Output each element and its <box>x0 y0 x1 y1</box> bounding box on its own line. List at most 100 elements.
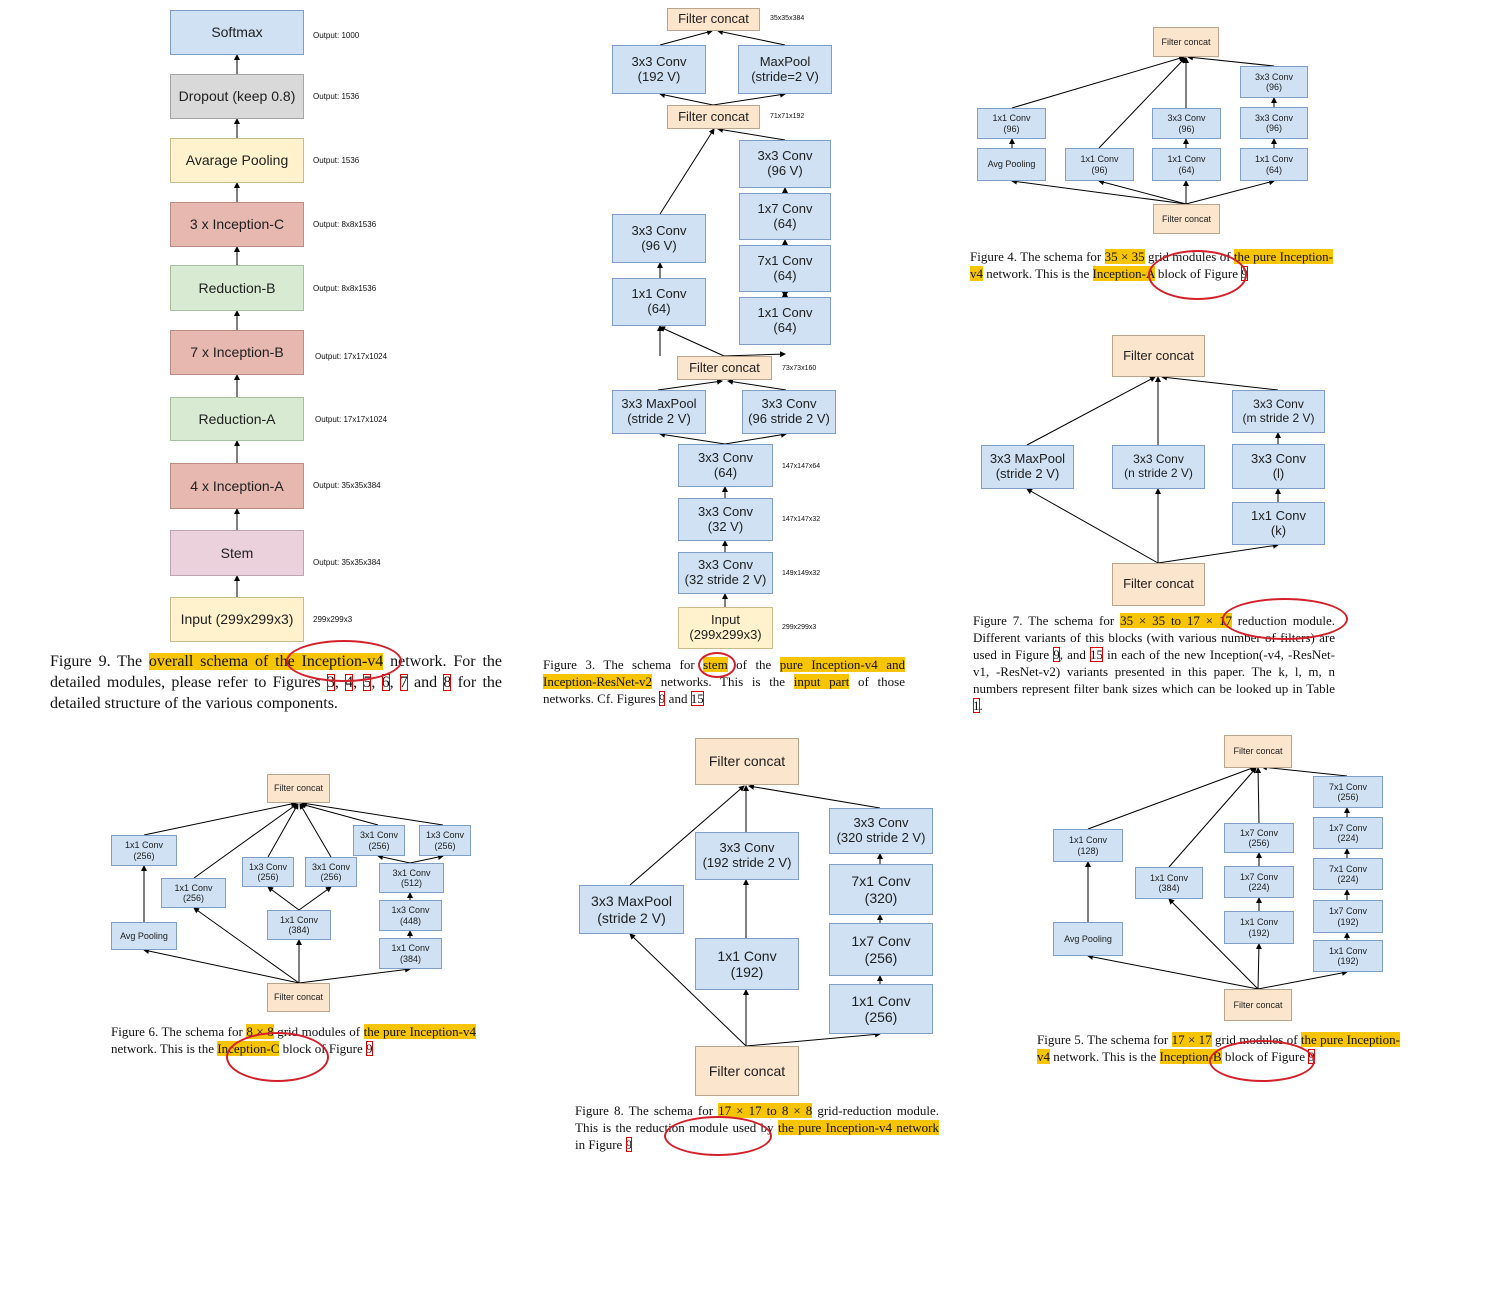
conv-label: 1x3 Conv (256) <box>425 830 465 851</box>
caption-text: network. This is the <box>983 266 1093 281</box>
caption-text: , <box>334 674 346 691</box>
caption-highlight: the pure Inception-v4 network <box>777 1120 939 1135</box>
conv-label: 3x1 Conv (512) <box>392 867 431 888</box>
caption-text: network. This is the <box>1050 1049 1160 1064</box>
figure-link[interactable]: 4 <box>345 674 354 691</box>
output-size-inception-a: Output: 35x35x384 <box>313 481 381 490</box>
conv-3x3-320-stride-2: 3x3 Conv (320 stride 2 V) <box>829 808 933 854</box>
caption-text: and <box>665 691 691 706</box>
caption-text: in each of the new Inception(-v4, -ResNe… <box>973 647 1335 696</box>
reduction-b-label: Reduction-B <box>198 279 276 296</box>
conv-1x7-192: 1x7 Conv (192) <box>1313 900 1383 933</box>
caption-highlight: the pure Inception-v4 <box>363 1024 476 1039</box>
conv-3x3-96-top: 3x3 Conv (96) <box>1240 66 1308 98</box>
figure-link[interactable]: 7 <box>399 674 408 691</box>
filter-concat-label: Filter concat <box>1123 576 1194 592</box>
input-block: Input (299x299x3) <box>678 607 773 649</box>
figure-link[interactable]: 6 <box>381 674 390 691</box>
conv-label: 7x1 Conv (64) <box>757 252 813 283</box>
conv-1x3-256: 1x3 Conv (256) <box>242 857 294 887</box>
reduction-a-block: Reduction-A <box>170 397 304 441</box>
conv-label: 1x1 Conv (256) <box>851 992 911 1025</box>
output-size-avgpool: Output: 1536 <box>313 156 360 165</box>
annotation-ellipse <box>698 652 736 678</box>
conv-3x3-192-stride-2: 3x3 Conv (192 stride 2 V) <box>695 832 799 880</box>
conv-label: 3x3 Conv (96 V) <box>631 222 687 253</box>
conv-3x1-512: 3x1 Conv (512) <box>379 863 444 893</box>
figure-link[interactable]: 3 <box>326 674 335 691</box>
conv-label: 1x3 Conv (256) <box>248 861 288 882</box>
avgpool-label: Avg Pooling <box>1064 933 1112 944</box>
figure-link[interactable]: 9 <box>1053 647 1060 662</box>
conv-label: 1x1 Conv (128) <box>1068 835 1108 856</box>
conv-label: 1x7 Conv (64) <box>757 200 813 231</box>
avg-pooling: Avg Pooling <box>977 148 1046 181</box>
figure-7-caption: Figure 7. The schema for 35 × 35 to 17 ×… <box>973 612 1335 714</box>
conv-label: 1x1 Conv (256) <box>174 882 213 903</box>
conv-label: 3x3 Conv (320 stride 2 V) <box>836 815 926 845</box>
conv-1x1-384: 1x1 Conv (384) <box>1135 867 1203 899</box>
caption-text: Figure 4. The schema for <box>970 249 1105 264</box>
figure-link[interactable]: 9 <box>366 1041 373 1056</box>
softmax-layer: Softmax <box>170 10 304 55</box>
filter-concat-label: Filter concat <box>678 11 749 27</box>
conv-1x1-256: 1x1 Conv (256) <box>829 984 933 1034</box>
average-pooling-label: Avarage Pooling <box>185 152 289 169</box>
output-size-input: 299x299x3 <box>313 615 353 624</box>
conv-label: 3x1 Conv (256) <box>359 830 399 851</box>
figure-link[interactable]: 9 <box>658 691 666 706</box>
conv-3x1-256: 3x1 Conv (256) <box>305 857 357 887</box>
conv-3x1-256-b: 3x1 Conv (256) <box>353 825 405 856</box>
figure-link[interactable]: 15 <box>690 691 704 706</box>
caption-text: network. For the detailed modules, pleas… <box>50 653 503 691</box>
conv-label: 1x1 Conv (192) <box>1239 917 1279 938</box>
filter-concat-bottom: Filter concat <box>1153 204 1220 234</box>
figure-link[interactable]: 5 <box>363 674 372 691</box>
conv-label: 1x1 Conv (64) <box>631 286 687 316</box>
figure-link[interactable]: 8 <box>443 674 452 691</box>
conv-label: 1x1 Conv (k) <box>1251 507 1306 538</box>
conv-3x3-96-stride-2: 3x3 Conv (96 stride 2 V) <box>742 390 836 434</box>
conv-1x1-96: 1x1 Conv (96) <box>977 108 1046 139</box>
filter-concat-top: Filter concat <box>695 738 799 785</box>
caption-text: Figure 8. The schema for <box>575 1103 719 1118</box>
conv-label: 3x3 Conv (192 stride 2 V) <box>702 840 792 870</box>
figure-8-caption: Figure 8. The schema for 17 × 17 to 8 × … <box>575 1102 939 1153</box>
conv-label: 3x3 Conv (96) <box>1254 112 1294 133</box>
input-label: Input (299x299x3) <box>689 612 762 642</box>
conv-label: 1x1 Conv (384) <box>1149 872 1189 893</box>
filter-concat-label: Filter concat <box>273 783 324 794</box>
size-label: 35x35x384 <box>770 15 805 22</box>
reduction-b-block: Reduction-B <box>170 265 304 311</box>
conv-3x3-32-stride-2: 3x3 Conv (32 stride 2 V) <box>678 552 773 594</box>
conv-1x7-64: 1x7 Conv (64) <box>739 193 831 240</box>
figure-link[interactable]: 1 <box>973 698 980 713</box>
size-label: 71x71x192 <box>770 113 805 120</box>
filter-concat-bottom: Filter concat <box>1224 989 1292 1021</box>
caption-highlight: Inception-B <box>1159 1049 1222 1064</box>
caption-highlight: 17 × 17 to 8 × 8 <box>718 1103 813 1118</box>
conv-1x7-224: 1x7 Conv (224) <box>1224 866 1294 898</box>
caption-highlight: input part <box>793 674 850 689</box>
conv-label: 3x3 Conv (64) <box>698 449 753 480</box>
conv-3x3-32: 3x3 Conv (32 V) <box>678 498 773 541</box>
caption-text: in Figure <box>575 1137 626 1152</box>
caption-text: , <box>389 674 400 691</box>
conv-1x1-128: 1x1 Conv (128) <box>1053 829 1123 862</box>
conv-label: 3x3 Conv (96) <box>1167 113 1206 134</box>
filter-concat-top: Filter concat <box>1224 735 1292 768</box>
figure-link[interactable]: 9 <box>625 1137 633 1152</box>
conv-label: 1x1 Conv (384) <box>391 943 430 964</box>
caption-text: Figure 5. The schema for <box>1037 1032 1172 1047</box>
annotation-ellipse <box>1209 1040 1315 1082</box>
conv-1x3-256-b: 1x3 Conv (256) <box>419 825 471 856</box>
conv-label: 1x1 Conv (64) <box>1167 154 1206 175</box>
inception-c-block: 3 x Inception-C <box>170 202 304 247</box>
figure-link[interactable]: 15 <box>1089 647 1103 662</box>
conv-label: 1x1 Conv (256) <box>124 840 164 861</box>
conv-1x1-k: 1x1 Conv (k) <box>1232 502 1325 545</box>
conv-3x3-96-right: 3x3 Conv (96 V) <box>739 140 831 188</box>
size-label: 147x147x64 <box>782 463 821 470</box>
maxpool-label: 3x3 MaxPool (stride 2 V) <box>989 451 1066 481</box>
caption-highlight: 35 × 35 <box>1104 249 1145 264</box>
